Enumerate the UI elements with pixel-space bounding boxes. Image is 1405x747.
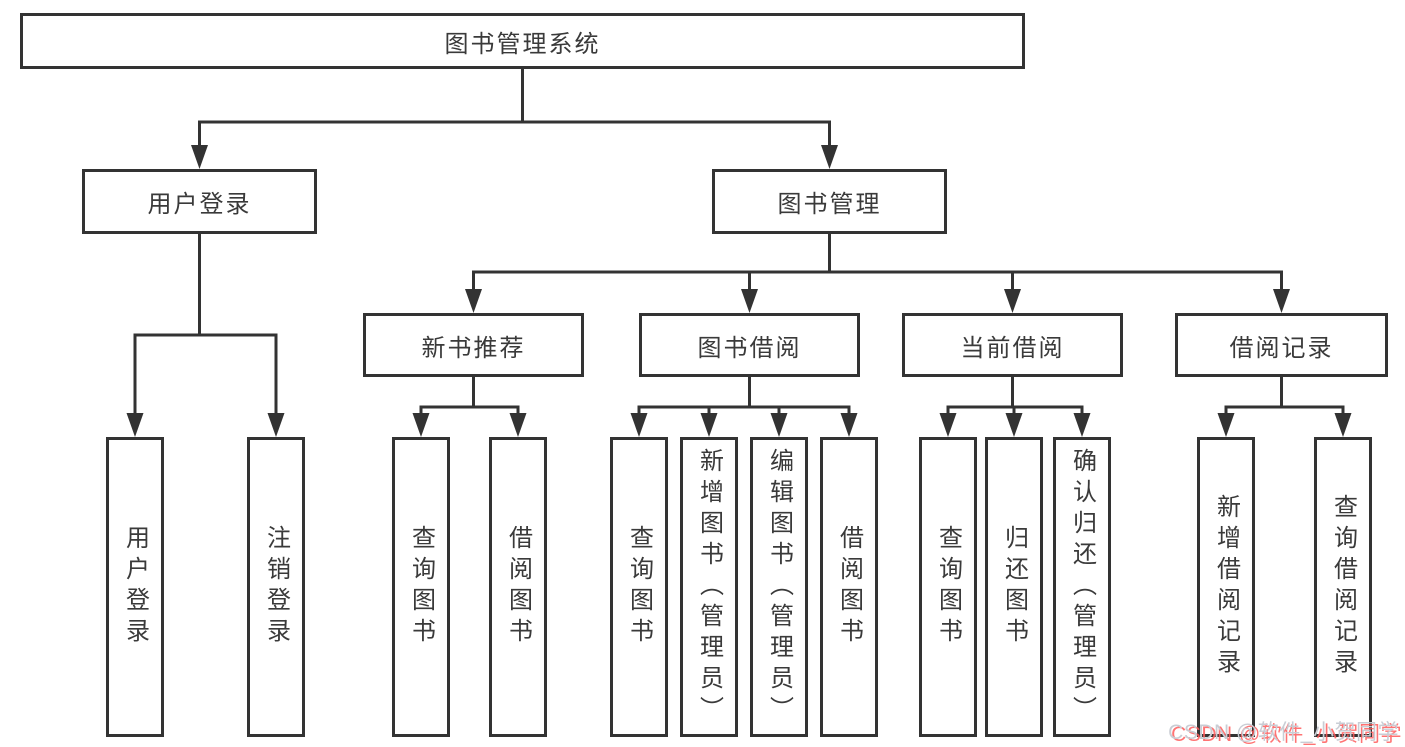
leaf-current-confirm-return-admin: 确认归还（管理员） — [1053, 437, 1111, 737]
node-root: 图书管理系统 — [20, 13, 1025, 69]
leaf-records-query-record: 查询借阅记录 — [1314, 437, 1372, 737]
node-new-book-recommend: 新书推荐 — [363, 313, 584, 377]
leaf-borrow-borrow-book: 借阅图书 — [820, 437, 878, 737]
leaf-current-return-book: 归还图书 — [985, 437, 1043, 737]
leaf-logout: 注销登录 — [247, 437, 305, 737]
node-user-login: 用户登录 — [82, 169, 317, 234]
node-book-management: 图书管理 — [712, 169, 947, 234]
leaf-borrow-edit-book-admin: 编辑图书（管理员） — [750, 437, 808, 737]
node-borrow-records: 借阅记录 — [1175, 313, 1388, 377]
connectors-new-book-branch — [412, 377, 527, 437]
connectors-root-to-level2 — [191, 69, 838, 169]
node-current-borrow: 当前借阅 — [902, 313, 1123, 377]
leaf-records-add-record: 新增借阅记录 — [1197, 437, 1255, 737]
leaf-newbook-query-book: 查询图书 — [392, 437, 450, 737]
node-book-borrow: 图书借阅 — [639, 313, 860, 377]
leaf-borrow-add-book-admin: 新增图书（管理员） — [680, 437, 738, 737]
connectors-borrow-records-branch — [1217, 377, 1352, 437]
connectors-book-management-to-level3 — [465, 234, 1290, 313]
leaf-current-query-book: 查询图书 — [919, 437, 977, 737]
csdn-watermark: CSDN @软件_小贺同学 — [1168, 721, 1399, 744]
connectors-current-borrow-branch — [939, 377, 1091, 437]
leaf-newbook-borrow-book: 借阅图书 — [489, 437, 547, 737]
connectors-book-borrow-branch — [630, 377, 858, 437]
leaf-user-login: 用户登录 — [106, 437, 164, 737]
leaf-borrow-query-book: 查询图书 — [610, 437, 668, 737]
connectors-user-login-branch — [126, 234, 285, 437]
